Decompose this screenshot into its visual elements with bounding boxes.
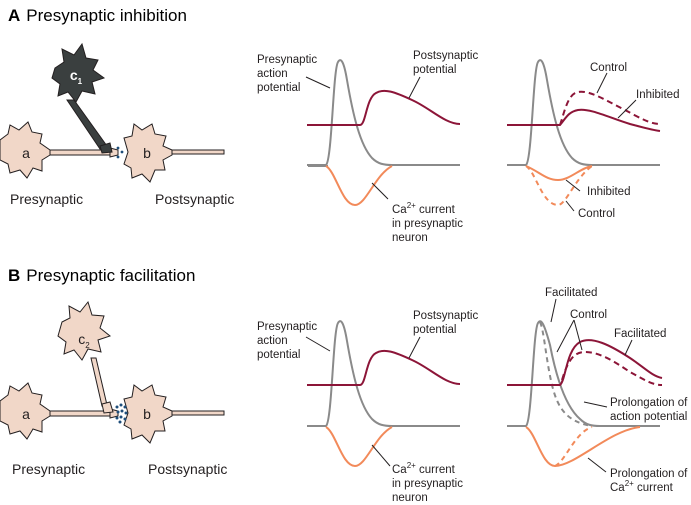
vesicles-a (116, 146, 124, 159)
ca-control-label: Control (578, 208, 615, 220)
inhibitory-axon-c1 (66, 99, 108, 150)
control-label: Control (570, 309, 607, 321)
cell-b-label: b (143, 145, 151, 161)
inhibitory-terminal (99, 142, 113, 154)
calcium-current-trace (325, 426, 393, 468)
presynaptic-ap-trace (307, 59, 460, 166)
presynaptic-ap-trace (507, 59, 660, 166)
caption-presynaptic-b: Presynaptic (12, 461, 85, 477)
psp-inhibited-trace (507, 108, 661, 132)
presynaptic-axon-a (49, 410, 113, 417)
postsynaptic-potential-trace (307, 349, 461, 386)
caption-postsynaptic-a: Postsynaptic (155, 191, 234, 207)
ca-inhibited-label: Inhibited (587, 186, 630, 198)
psp-control-trace (561, 350, 663, 386)
postsynaptic-axon-b (169, 149, 225, 155)
ca-control-trace (525, 165, 593, 207)
psp-facilitated-trace (507, 339, 663, 386)
presynaptic-ap-trace (307, 320, 460, 427)
panel-b-plot-2: Facilitated Control Facilitated Prolonga… (507, 287, 688, 494)
caption-presynaptic-a: Presynaptic (10, 191, 83, 207)
presynaptic-cell-a (0, 121, 51, 179)
psp-control-trace (559, 90, 661, 126)
cell-c2-label: c2 (78, 331, 90, 350)
vesicles-b (115, 403, 128, 424)
psp-control-label: Control (590, 62, 627, 74)
calcium-current-trace (325, 165, 393, 207)
facilitatory-terminal (101, 401, 114, 414)
psp-inhibited-label: Inhibited (636, 89, 679, 101)
cell-c1-label: c1 (70, 67, 83, 86)
facilitatory-axon-c2 (90, 357, 108, 407)
ca-inhibited-trace (525, 165, 593, 182)
facilitatory-cell-c2 (57, 300, 112, 361)
ca-control-trace (554, 426, 593, 467)
postsynaptic-potential-trace (307, 89, 461, 126)
ap-facilitated-label: Facilitated (545, 287, 597, 299)
postsynaptic-axon-b (169, 410, 225, 416)
cell-a-label: a (22, 406, 30, 422)
postsynaptic-cell-b (123, 384, 173, 444)
presynaptic-cell-a (0, 382, 51, 440)
cell-b-label: b (143, 406, 151, 422)
panel-a-plot-2: Control Inhibited Inhibited Control (507, 59, 679, 220)
ap-facilitated-trace (507, 320, 660, 427)
postsynaptic-cell-b (123, 123, 173, 183)
ca-facilitated-trace (525, 426, 641, 468)
cell-a-label: a (22, 145, 30, 161)
inhibitory-cell-c1 (51, 42, 106, 103)
psp-facilitated-label: Facilitated (614, 328, 666, 340)
caption-postsynaptic-b: Postsynaptic (148, 461, 227, 477)
